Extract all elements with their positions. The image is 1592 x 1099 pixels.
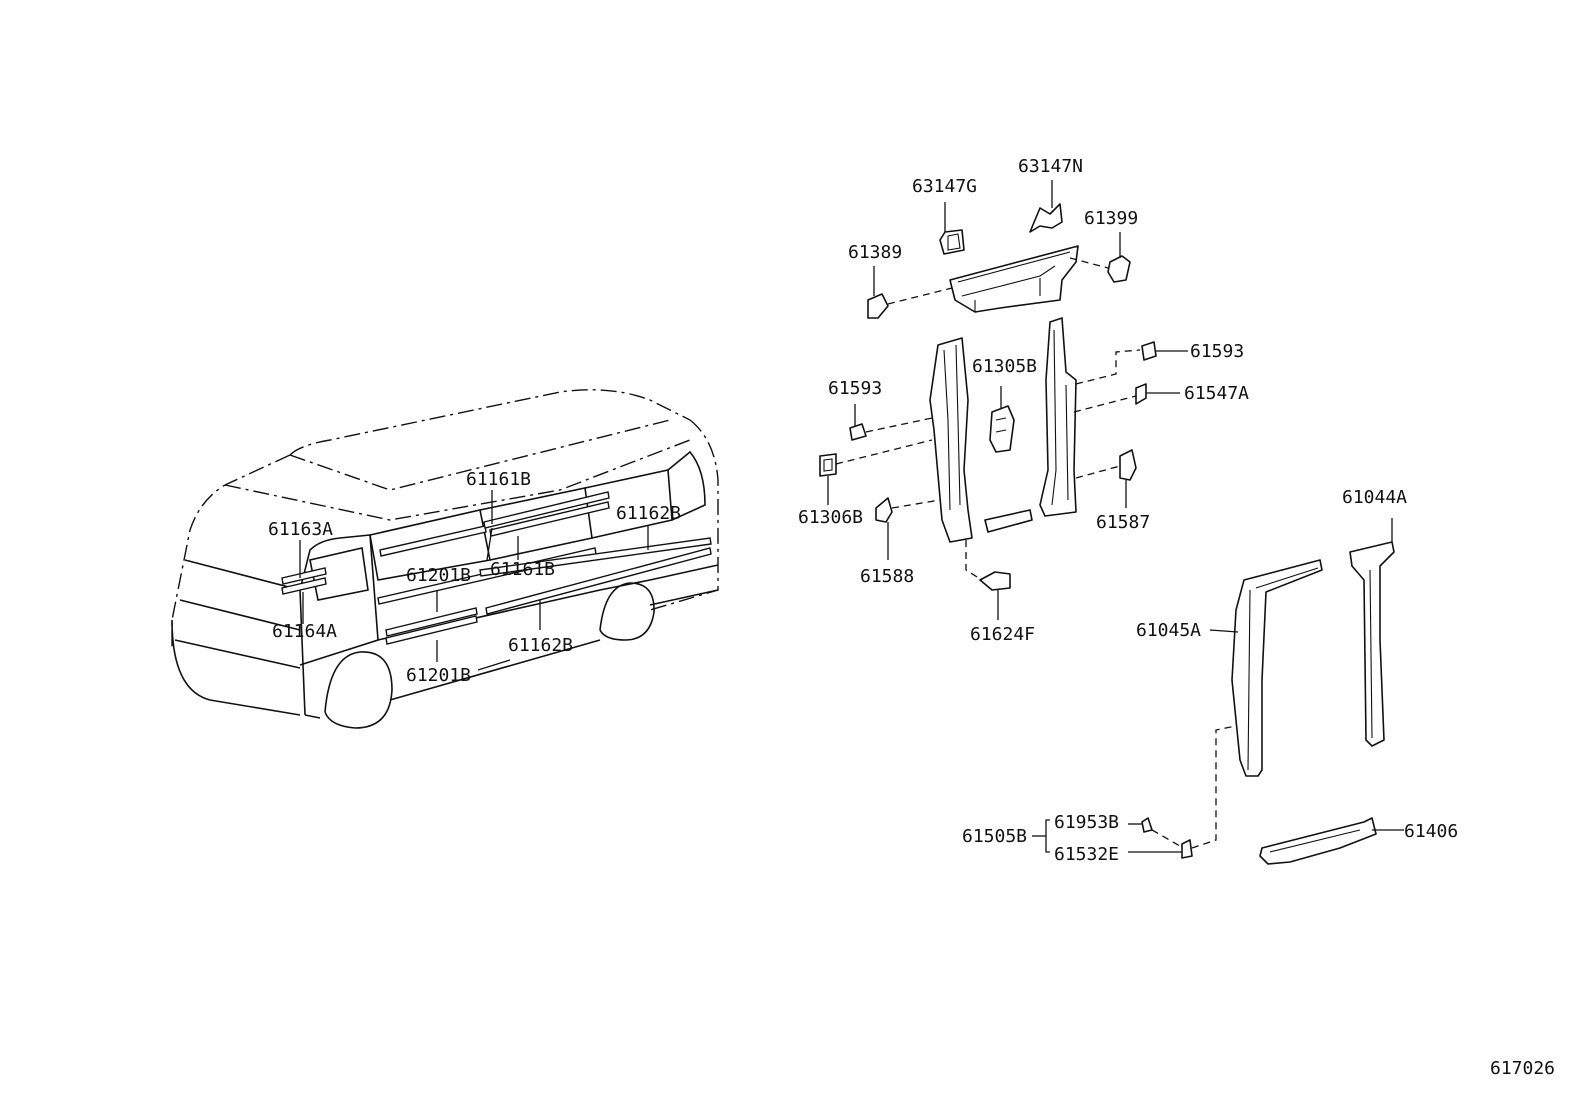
part-63147N — [1029, 203, 1063, 233]
label-61593-left: 61593 — [828, 378, 882, 399]
diagram-id: 617026 — [1490, 1058, 1555, 1079]
part-61399 — [1107, 255, 1131, 283]
part-61044A — [1349, 541, 1395, 747]
label-61201B-bottom: 61201B — [406, 665, 471, 686]
label-61163A: 61163A — [268, 519, 333, 540]
part-61593-left — [849, 423, 867, 441]
label-61547A: 61547A — [1184, 383, 1249, 404]
part-63147G — [939, 229, 965, 255]
label-61406: 61406 — [1404, 821, 1458, 842]
label-61306B: 61306B — [798, 507, 863, 528]
label-61164A: 61164A — [272, 621, 337, 642]
rear-parts — [1032, 518, 1404, 865]
label-61588: 61588 — [860, 566, 914, 587]
part-left-pillar — [929, 337, 973, 543]
label-61593-right: 61593 — [1190, 341, 1244, 362]
van-illustration — [171, 389, 719, 729]
label-63147N: 63147N — [1018, 156, 1083, 177]
label-61305B: 61305B — [972, 356, 1037, 377]
part-61587 — [1119, 449, 1137, 481]
label-61044A: 61044A — [1342, 487, 1407, 508]
upper-parts — [867, 180, 1131, 319]
label-61389: 61389 — [848, 242, 902, 263]
part-61532E — [1181, 839, 1193, 859]
label-61532E: 61532E — [1054, 844, 1119, 865]
label-61399: 61399 — [1084, 208, 1138, 229]
part-61305B — [989, 405, 1015, 453]
part-61045A — [1231, 559, 1323, 777]
label-63147G: 63147G — [912, 176, 977, 197]
pillar-parts — [819, 317, 1188, 620]
van-leader-lines — [299, 490, 649, 671]
part-right-pillar — [1039, 317, 1077, 517]
part-61547A — [1135, 383, 1147, 405]
part-61593-right — [1141, 341, 1157, 361]
part-61588 — [875, 497, 893, 523]
label-61162B-bottom: 61162B — [508, 635, 573, 656]
part-labels: 63147G 63147N 61399 61389 61593 61305B 6… — [268, 156, 1555, 1079]
part-61624F — [979, 571, 1011, 591]
part-61953B — [1141, 817, 1153, 833]
part-step — [984, 509, 1033, 533]
part-61406 — [1259, 817, 1377, 865]
part-61306B — [819, 453, 837, 477]
label-61624F: 61624F — [970, 624, 1035, 645]
label-61161B-top: 61161B — [466, 469, 531, 490]
label-61953B: 61953B — [1054, 812, 1119, 833]
part-roof-header — [949, 245, 1079, 313]
label-61162B-top: 61162B — [616, 503, 681, 524]
part-61389 — [867, 293, 889, 319]
label-61505B: 61505B — [962, 826, 1027, 847]
label-61045A: 61045A — [1136, 620, 1201, 641]
label-61161B-mid: 61161B — [490, 559, 555, 580]
label-61587: 61587 — [1096, 512, 1150, 533]
label-61201B-top: 61201B — [406, 565, 471, 586]
